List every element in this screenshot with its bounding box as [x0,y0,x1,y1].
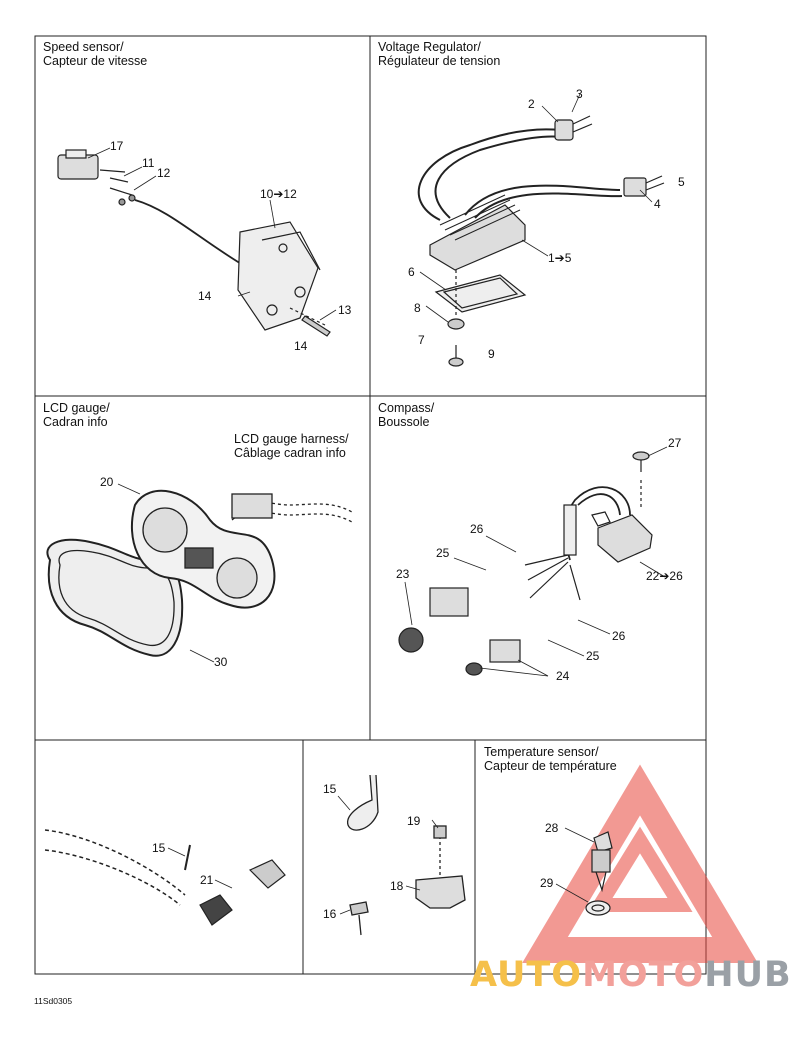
callout-14a: 14 [198,289,212,303]
callout-14b: 14 [294,339,308,353]
callout-28: 28 [545,821,559,835]
callout-29: 29 [540,876,554,890]
callout-numbers: 17 11 12 10➔12 14 13 14 3 2 5 4 1➔5 6 8 … [100,87,685,921]
cable-routing-drawing [44,829,286,926]
callout-26a: 26 [470,522,484,536]
speed-sensor-drawing [57,149,331,337]
watermark-hub: HUB [704,955,792,995]
callout-8: 8 [414,301,421,315]
callout-20: 20 [100,475,114,489]
callout-1-5: 1➔5 [548,251,572,265]
callout-11: 11 [142,156,155,170]
callout-9: 9 [488,347,495,361]
panel-grid [34,35,707,975]
callout-15b: 15 [323,782,337,796]
watermark-text: AUTOMOTOHUB [470,955,792,995]
harness-label: LCD gauge harness/ Câblage cadran info [234,432,349,460]
callout-4: 4 [654,197,661,211]
callout-25b: 25 [586,649,600,663]
callout-12: 12 [157,166,171,180]
callout-23: 23 [396,567,410,581]
callout-27: 27 [668,436,682,450]
callout-2: 2 [528,97,535,111]
callout-5: 5 [678,175,685,189]
callout-18: 18 [390,879,404,893]
callout-21: 21 [200,873,214,887]
callout-17: 17 [110,139,124,153]
callout-30: 30 [214,655,228,669]
drawing-code: 11Sd0305 [34,996,73,1006]
callout-26b: 26 [612,629,626,643]
watermark-auto: AUTO [470,955,583,995]
callout-13: 13 [338,303,352,317]
panel-title-voltage-regulator: Voltage Regulator/ Régulateur de tension [378,40,501,68]
watermark-moto: MOTO [582,955,705,995]
callout-6: 6 [408,265,415,279]
callout-7: 7 [418,333,425,347]
panel-title-compass: Compass/ Boussole [378,401,435,429]
panel-title-speed-sensor: Speed sensor/ Capteur de vitesse [43,40,148,68]
callout-3: 3 [576,87,583,101]
callout-16: 16 [323,907,337,921]
clip-hardware-drawing [347,774,466,936]
voltage-regulator-drawing [417,115,665,367]
panel-title-temperature-sensor: Temperature sensor/ Capteur de températu… [484,745,617,773]
callout-25a: 25 [436,546,450,560]
callout-22-26: 22➔26 [646,569,683,583]
temperature-sensor-drawing [585,831,613,916]
callout-19: 19 [407,814,421,828]
callout-24: 24 [556,669,570,683]
panel-title-lcd-gauge: LCD gauge/ Cadran info [43,401,110,429]
callout-10-12: 10➔12 [260,187,297,201]
compass-drawing [398,451,653,676]
lcd-gauge-drawing [46,489,353,657]
callout-15a: 15 [152,841,166,855]
leader-lines [87,93,668,915]
